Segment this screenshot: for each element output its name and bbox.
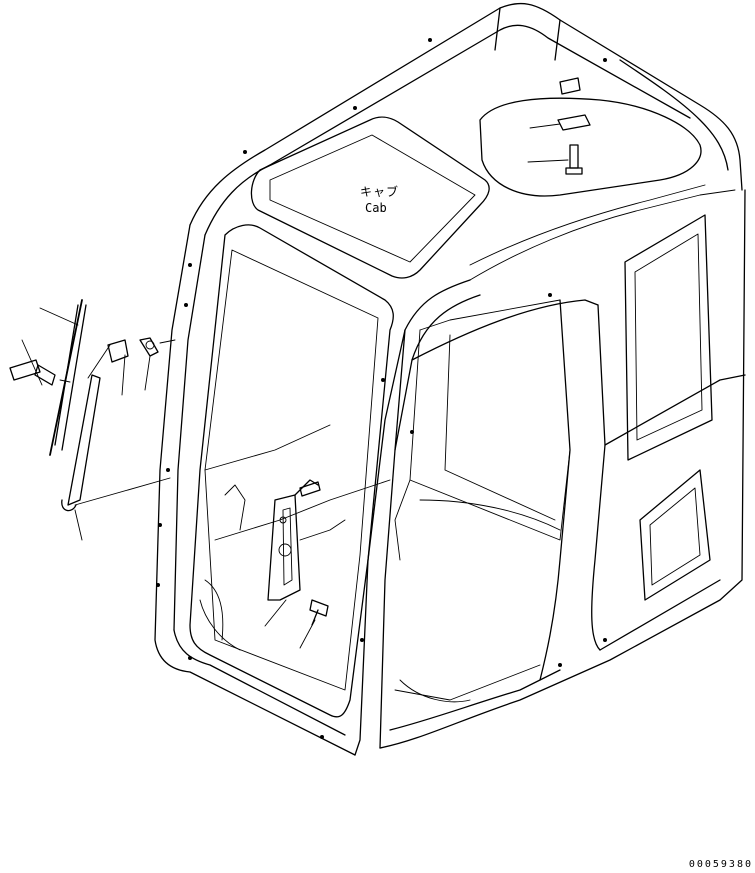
roof-interior-panel: [469, 97, 736, 281]
wiper-motor-bracket: [267, 479, 319, 601]
drawing-number: 00059380: [688, 859, 753, 870]
motor-bolt: [309, 599, 329, 626]
roof-fasteners: [557, 77, 591, 175]
cab-interior: [394, 214, 713, 703]
panel-bolt: [299, 481, 321, 497]
rivets: [156, 38, 607, 739]
leader-lines: [21, 123, 569, 649]
cab-label-japanese: キャブ: [360, 185, 400, 199]
interior-wiring: [199, 424, 561, 651]
cab-label-english: Cab: [365, 201, 387, 215]
front-window-opening: [189, 224, 394, 718]
wiper-blade: [49, 299, 87, 456]
wiper-arm: [61, 374, 101, 512]
cab-frame: [154, 2, 746, 756]
roof-hatch: [250, 116, 490, 279]
wiper-small-parts: [9, 337, 159, 386]
